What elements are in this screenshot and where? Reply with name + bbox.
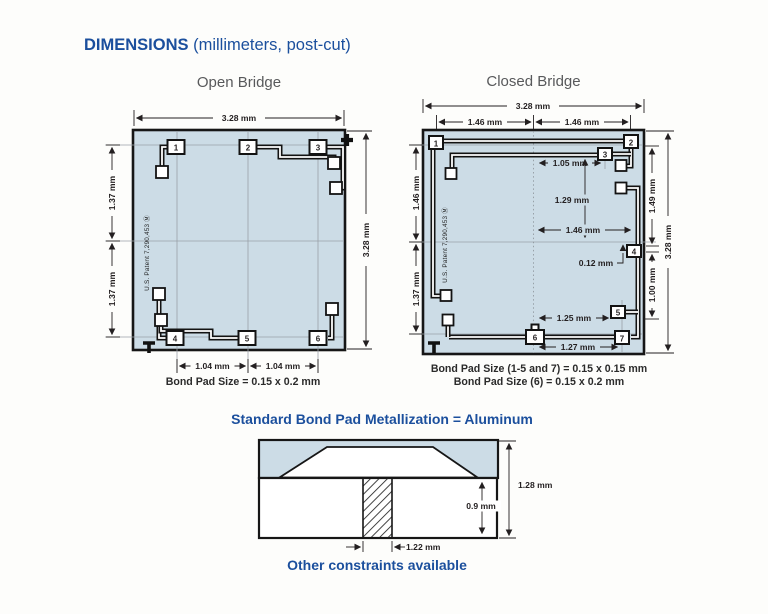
page-title: DIMENSIONS (millimeters, post-cut) bbox=[84, 36, 351, 55]
closed-pad-1 bbox=[428, 135, 444, 150]
svg-text:6: 6 bbox=[533, 334, 538, 343]
closed-bridge-heading: Closed Bridge bbox=[486, 73, 581, 90]
closed-dim-half-left: 1.46 mm bbox=[468, 117, 503, 127]
closed-pad-3 bbox=[597, 147, 613, 161]
closed-dim-half-right: 1.46 mm bbox=[565, 117, 600, 127]
t-fiducial-icon bbox=[428, 341, 440, 353]
svg-text:3: 3 bbox=[603, 151, 608, 160]
svg-text:5: 5 bbox=[245, 335, 250, 344]
closed-dimensions: 3.28 mm 1.46 mm 1.46 mm 1.46 mm bbox=[409, 99, 674, 354]
closed-bridge-diagram: 3.28 mm 1.46 mm 1.46 mm 1.46 mm bbox=[409, 99, 674, 356]
closed-pad-6 bbox=[525, 329, 545, 345]
closed-small-pads bbox=[439, 159, 628, 327]
closed-caption-2: Bond Pad Size (6) = 0.15 x 0.2 mm bbox=[453, 376, 625, 388]
closed-dim-top: 3.28 mm bbox=[516, 101, 551, 111]
svg-text:2: 2 bbox=[629, 139, 634, 148]
plus-fiducial-icon bbox=[341, 134, 353, 146]
closed-dim-bridge-height: 1.29 mm bbox=[555, 195, 590, 205]
svg-text:6: 6 bbox=[316, 335, 321, 344]
closed-pad-4 bbox=[626, 244, 642, 258]
closed-bridge-captions: Bond Pad Size (1-5 and 7) = 0.15 x 0.15 … bbox=[405, 363, 673, 389]
open-pad-3 bbox=[308, 139, 328, 155]
open-bond-pads: 1 2 3 4 5 6 bbox=[165, 139, 328, 346]
open-bridge-caption: Bond Pad Size = 0.15 x 0.2 mm bbox=[165, 376, 321, 388]
via-hatch-column bbox=[362, 477, 393, 539]
metallization-cross-section: 1.28 mm 0.9 mm 1.22 mm bbox=[257, 438, 553, 552]
closed-pad-2 bbox=[623, 134, 639, 149]
open-dim-left-upper: 1.37 mm bbox=[107, 175, 117, 210]
open-pad-4 bbox=[165, 330, 185, 346]
closed-pad-5 bbox=[610, 305, 626, 319]
svg-text:1: 1 bbox=[174, 144, 179, 153]
title-subtitle: (millimeters, post-cut) bbox=[188, 36, 351, 54]
open-pad-2 bbox=[238, 139, 258, 155]
open-dim-left-lower: 1.37 mm bbox=[107, 271, 117, 306]
svg-text:2: 2 bbox=[246, 144, 251, 153]
closed-dim-left-lower: 1.37 mm bbox=[411, 271, 421, 306]
svg-text:1: 1 bbox=[434, 140, 439, 149]
open-dim-bottom-left: 1.04 mm bbox=[195, 361, 230, 371]
open-dim-top: 3.28 mm bbox=[222, 113, 257, 123]
closed-dim-right-upper: 1.49 mm bbox=[647, 178, 657, 213]
cross-dim-total: 1.28 mm bbox=[518, 480, 553, 490]
closed-patent-text: U.S. Patent 7,290,453 Ⓜ bbox=[441, 207, 449, 283]
svg-text:4: 4 bbox=[173, 335, 178, 344]
svg-text:3: 3 bbox=[316, 144, 321, 153]
constraints-footer: Other constraints available bbox=[287, 557, 467, 573]
open-pad-5 bbox=[237, 330, 257, 346]
open-patent-text: U.S. Patent 7,290,453 Ⓜ bbox=[143, 215, 151, 291]
open-dim-bottom-right: 1.04 mm bbox=[266, 361, 301, 371]
closed-dim-right-lower: 1.00 mm bbox=[647, 267, 657, 302]
closed-dim-bridge-offset: 1.05 mm bbox=[553, 158, 588, 168]
closed-pad-7 bbox=[614, 330, 630, 345]
open-pad-6 bbox=[308, 330, 328, 346]
closed-dim-mid-right: 1.46 mm bbox=[566, 225, 601, 235]
metallization-heading: Standard Bond Pad Metallization = Alumin… bbox=[231, 411, 533, 427]
closed-bond-pads: 1 2 3 4 5 6 7 bbox=[428, 134, 642, 345]
open-dim-right: 3.28 mm bbox=[361, 222, 371, 257]
t-fiducial-icon bbox=[143, 341, 155, 353]
closed-dim-left-upper: 1.46 mm bbox=[411, 175, 421, 210]
svg-text:4: 4 bbox=[632, 248, 637, 257]
open-bridge-heading: Open Bridge bbox=[196, 74, 282, 91]
closed-dim-pad5-offset: 1.25 mm bbox=[557, 313, 592, 323]
svg-text:5: 5 bbox=[616, 309, 621, 318]
open-pad-1 bbox=[166, 139, 186, 155]
cross-dim-width: 1.22 mm bbox=[406, 542, 441, 552]
svg-text:7: 7 bbox=[620, 335, 625, 344]
cross-dim-inner: 0.9 mm bbox=[466, 501, 496, 511]
open-small-pads bbox=[152, 156, 343, 327]
closed-caption-1: Bond Pad Size (1-5 and 7) = 0.15 x 0.15 … bbox=[430, 363, 648, 375]
open-bridge-diagram: 3.28 mm 1.37 mm 1.37 mm 3.28 mm bbox=[105, 110, 372, 373]
closed-dim-right-total: 3.28 mm bbox=[663, 224, 673, 259]
title-main: DIMENSIONS bbox=[84, 36, 189, 54]
closed-dim-pad4-offset: 0.12 mm bbox=[579, 258, 614, 268]
closed-dim-pad7-offset: 1.27 mm bbox=[561, 342, 596, 352]
open-dimensions: 3.28 mm 1.37 mm 1.37 mm 3.28 mm bbox=[106, 110, 372, 373]
